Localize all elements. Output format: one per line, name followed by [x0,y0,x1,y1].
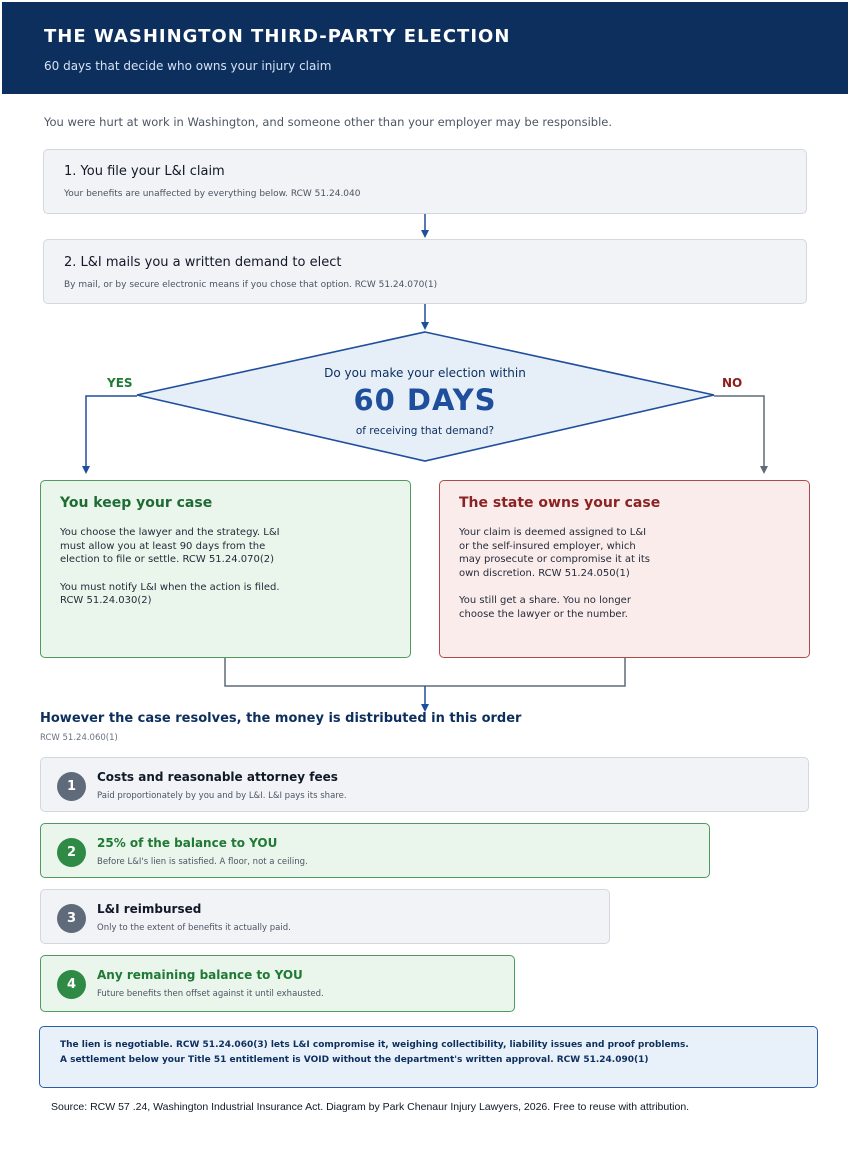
distribution-reference: RCW 51.24.060(1) [40,733,118,743]
merge-line [224,658,626,687]
tier-4-remaining-to-you: 4 Any remaining balance to YOU Future be… [40,955,515,1012]
decision-question-line1: Do you make your election within [324,366,526,380]
tier-3-li-reimbursed: 3 L&I reimbursed Only to the extent of b… [40,889,610,944]
yes-label: YES [107,376,133,390]
decision-diamond [136,331,715,462]
step-title: 2. L&I mails you a written demand to ele… [64,255,342,270]
tier-2-balance-to-you: 2 25% of the balance to YOU Before L&I's… [40,823,710,878]
tier-number-badge: 1 [57,772,86,801]
outcome-body: You choose the lawyer and the strategy. … [60,526,280,608]
step-note: Your benefits are unaffected by everythi… [64,189,361,199]
decision-emphasis: 60 DAYS [353,383,497,417]
tier-title: L&I reimbursed [97,902,202,916]
outcome-title: You keep your case [60,495,213,511]
step-demand-to-elect: 2. L&I mails you a written demand to ele… [43,239,807,304]
intro-text: You were hurt at work in Washington, and… [44,115,612,129]
tier-number-badge: 3 [57,904,86,933]
outcome-body: Your claim is deemed assigned to L&I or … [459,526,659,621]
outcome-paragraph: Your claim is deemed assigned to L&I or … [459,527,650,579]
yes-branch-line [82,395,137,474]
step-file-claim: 1. You file your L&I claim Your benefits… [43,149,807,214]
tier-number-badge: 2 [57,838,86,867]
notice-line: The lien is negotiable. RCW 51.24.060(3)… [60,1040,689,1050]
tier-note: Only to the extent of benefits it actual… [97,923,291,933]
tier-title: Costs and reasonable attorney fees [97,770,338,784]
distribution-heading: However the case resolves, the money is … [40,711,522,726]
page-subtitle: 60 days that decide who owns your injury… [44,59,332,73]
page-title: THE WASHINGTON THIRD-PARTY ELECTION [44,26,511,47]
step-note: By mail, or by secure electronic means i… [64,280,438,290]
tier-note: Future benefits then offset against it u… [97,989,324,999]
tier-number-badge: 4 [57,970,86,999]
header-banner: THE WASHINGTON THIRD-PARTY ELECTION 60 d… [2,2,848,94]
tier-note: Paid proportionately by you and by L&I. … [97,791,347,801]
outcome-paragraph: You must notify L&I when the action is f… [60,581,280,607]
source-attribution: Source: RCW 57 .24, Washington Industria… [51,1101,690,1113]
step-title: 1. You file your L&I claim [64,164,225,179]
tier-1-costs: 1 Costs and reasonable attorney fees Pai… [40,757,809,812]
tier-title: Any remaining balance to YOU [97,968,303,982]
outcome-state-owns-case: The state owns your case Your claim is d… [439,480,810,658]
outcome-paragraph: You still get a share. You no longer cho… [459,595,631,620]
tier-title: 25% of the balance to YOU [97,836,278,850]
outcome-title: The state owns your case [459,495,661,511]
decision-question-line2: of receiving that demand? [355,425,495,437]
no-branch-line [714,395,768,474]
tier-note: Before L&I's lien is satisfied. A floor,… [97,857,308,867]
lien-notice: The lien is negotiable. RCW 51.24.060(3)… [39,1026,818,1088]
outcome-keep-case: You keep your case You choose the lawyer… [40,480,411,658]
notice-line: A settlement below your Title 51 entitle… [60,1055,649,1065]
outcome-paragraph: You choose the lawyer and the strategy. … [60,527,280,565]
no-label: NO [722,376,743,390]
